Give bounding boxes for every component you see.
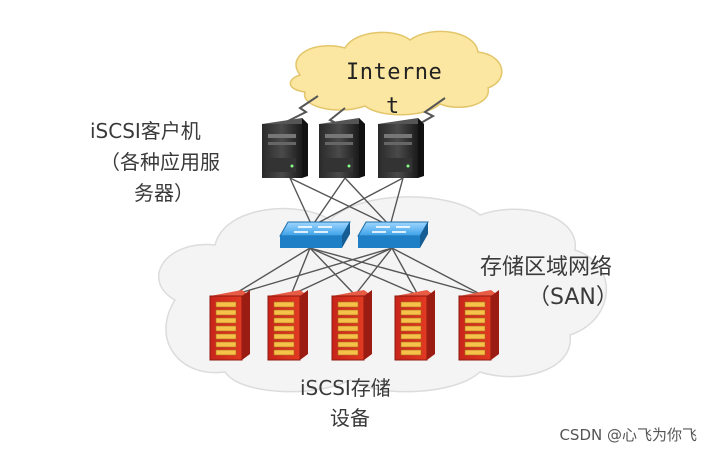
client-label-line2: （各种应用服 (100, 150, 220, 174)
storage-unit-4 (394, 290, 435, 361)
san-label-line2: （SAN） (528, 285, 618, 310)
internet-cloud (289, 30, 503, 116)
internet-label-wrap: t (386, 94, 400, 119)
server-2 (319, 118, 365, 178)
storage-unit-3 (331, 290, 372, 361)
storage-label-line2: 设备 (330, 406, 370, 430)
server-3 (378, 118, 424, 178)
san-label-line1: 存储区域网络 (480, 255, 613, 280)
client-label-line3: 务器） (134, 181, 194, 205)
switch-storage-links (232, 247, 483, 296)
storage-unit-2 (267, 290, 308, 361)
switch-2 (357, 221, 429, 248)
internet-label: Interne (346, 60, 443, 85)
client-label-line1: iSCSI客户机 (90, 119, 201, 143)
storage-devices (209, 290, 499, 361)
watermark: CSDN @心飞为你飞 (559, 426, 697, 444)
storage-unit-1 (209, 290, 250, 361)
storage-label-line1: iSCSI存储 (300, 376, 391, 400)
server-1 (262, 118, 308, 178)
switch-1 (279, 221, 351, 248)
storage-unit-5 (458, 290, 499, 361)
server-switch-links (289, 177, 404, 227)
